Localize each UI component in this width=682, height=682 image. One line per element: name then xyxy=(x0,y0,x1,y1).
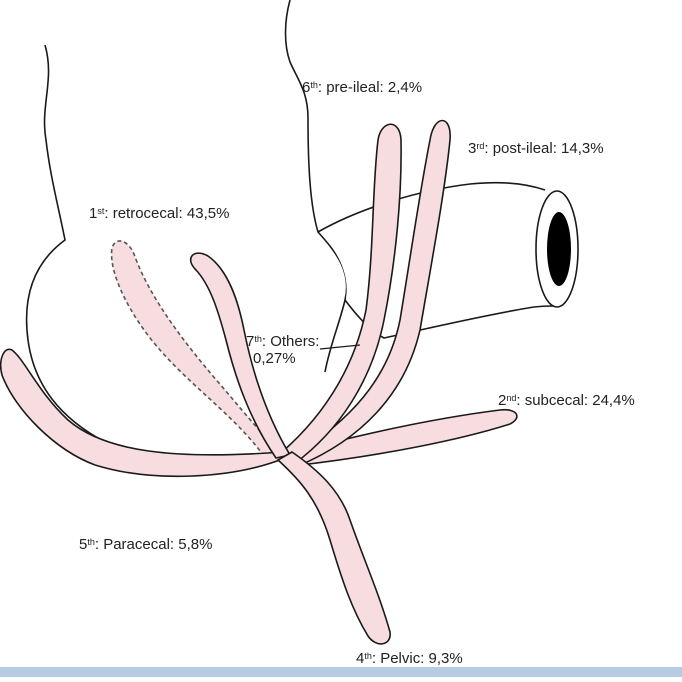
label-others: 7th: Others: 0,27% xyxy=(246,333,320,367)
label-paracecal: 5th: Paracecal: 5,8% xyxy=(79,536,213,553)
label-others-value: 0,27% xyxy=(253,350,296,367)
appendix-others xyxy=(190,252,292,459)
others-pointer-line xyxy=(319,344,361,350)
appendix-paracecal xyxy=(0,348,287,478)
cecum-outline xyxy=(25,44,276,467)
appendix-preileal xyxy=(280,123,402,466)
ileum-lumen xyxy=(547,212,571,286)
appendix-pelvic xyxy=(276,451,391,645)
label-retrocecal: 1st: retrocecal: 43,5% xyxy=(89,205,230,222)
label-pelvic: 4th: Pelvic: 9,3% xyxy=(356,650,463,667)
label-postileal: 3rd: post-ileal: 14,3% xyxy=(468,140,604,157)
label-preileal: 6th: pre-ileal: 2,4% xyxy=(302,79,423,96)
bottom-bar xyxy=(0,667,682,677)
appendix-postileal xyxy=(290,119,451,467)
cecum-right-wall xyxy=(284,0,348,373)
ileum-upper-wall xyxy=(317,181,546,233)
label-subcecal: 2nd: subcecal: 24,4% xyxy=(498,392,635,409)
appendix-subcecal xyxy=(284,408,518,467)
